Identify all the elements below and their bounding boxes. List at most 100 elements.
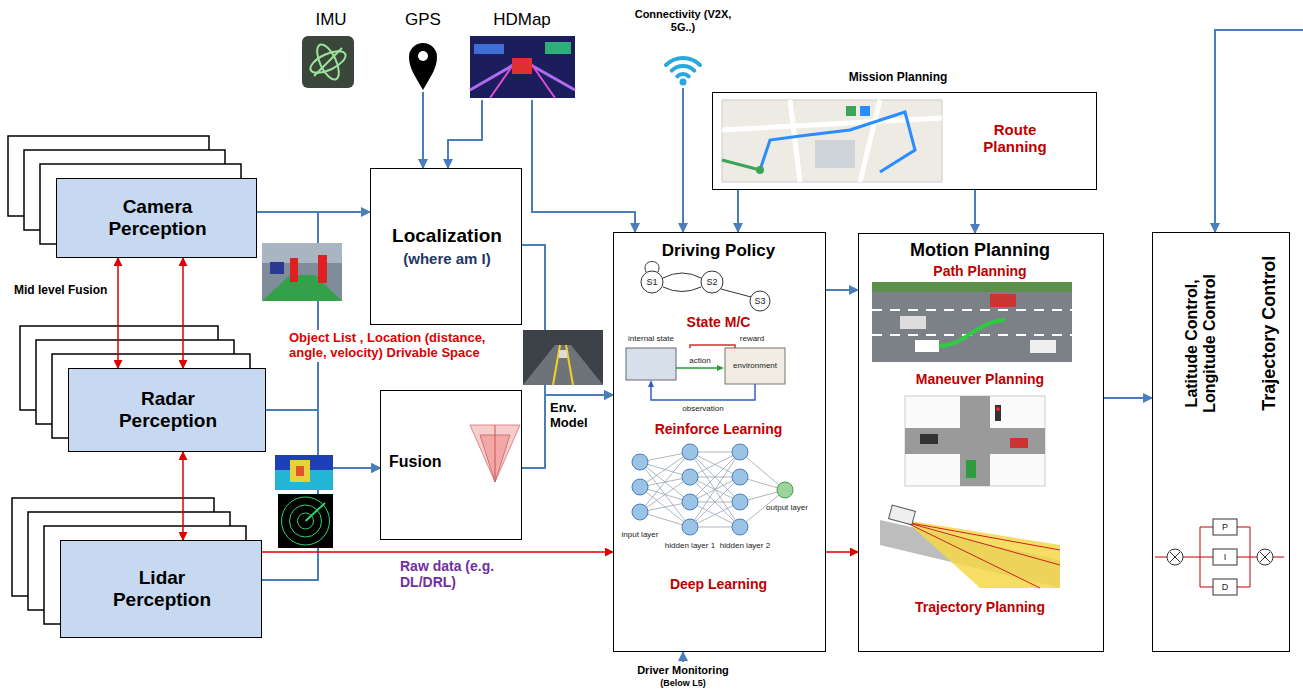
camera-photo: [318, 255, 327, 283]
neural-network: [732, 519, 748, 535]
hdmap-arrow: [448, 100, 482, 168]
route-map: [760, 112, 915, 172]
fusion-fan: [470, 425, 520, 482]
output-note: Object List , Location (distance, angle,…: [287, 330, 491, 362]
connector-arrow: [182, 452, 184, 540]
trajectory-fan-image: [905, 522, 1060, 588]
route-map: [722, 160, 760, 170]
box-title: Localization: [375, 225, 519, 247]
pid-diagram: [1155, 527, 1284, 587]
connector-arrow: [522, 245, 613, 395]
radar-heatmap: [290, 460, 310, 482]
hdmap-image: [470, 36, 575, 98]
wifi-icon: [666, 58, 700, 76]
route-map: [722, 100, 942, 182]
neural-network: [682, 469, 698, 485]
highway-image: [1030, 340, 1056, 353]
intersection-image: [960, 396, 990, 486]
route-map: [756, 166, 764, 174]
layer-label: input layer: [605, 530, 675, 539]
reinforcement-figure: [676, 367, 719, 369]
connectivity-label: Connectivity (V2X, 5G..): [628, 8, 738, 33]
road-image: [523, 345, 603, 385]
layer-label: output layer: [752, 503, 822, 512]
figure-label: reward: [717, 334, 787, 343]
pid-diagram: [1155, 519, 1284, 595]
figure-label: internal state: [616, 334, 686, 343]
route-map: [815, 140, 855, 168]
fusion-fan: [495, 425, 496, 482]
method-label: Path Planning: [859, 263, 1101, 279]
edge-group: [118, 190, 1152, 580]
neural-network: [732, 444, 748, 460]
highway-image: [872, 282, 1072, 362]
trajectory-fan-image: [889, 505, 916, 525]
fusion-note: Mid level Fusion: [14, 284, 109, 298]
sensor-name: GPS: [400, 10, 446, 30]
lidar-scope: [278, 494, 333, 548]
intersection-image: [905, 396, 1045, 486]
method-label: Deep Learning: [614, 576, 823, 592]
group-heading: Mission Planning: [813, 71, 983, 85]
sensor-title: Lidar Perception: [97, 567, 227, 611]
radar-heatmap: [296, 466, 304, 476]
edge-label: Env. Model: [550, 401, 606, 431]
box-title: Fusion: [389, 453, 473, 471]
camera-photo: [262, 243, 342, 301]
controller-term: I: [1190, 552, 1260, 562]
intersection-image: [995, 405, 1001, 421]
hdmap-image: [474, 44, 504, 54]
route-map: [722, 100, 942, 182]
neural-network: [632, 479, 648, 495]
process-box: Localization(where am I): [370, 168, 522, 325]
state-name: S1: [617, 277, 687, 287]
connector-arrow: [974, 190, 976, 233]
hdmap-policy-arrow: [532, 100, 635, 232]
gps-arrow: [422, 92, 424, 168]
state-name: S3: [725, 296, 795, 306]
gps-pin: [409, 43, 437, 90]
intersection-image: [1010, 438, 1028, 448]
process-box: Motion PlanningPath PlanningManeuver Pla…: [858, 233, 1104, 652]
controller-term: P: [1190, 522, 1260, 532]
method-label: Reinforce Learning: [614, 421, 823, 437]
highway-image: [990, 294, 1016, 307]
road-image: [523, 330, 603, 385]
sensor-title: Camera Perception: [92, 196, 223, 240]
reinforcement-figure: [626, 348, 676, 380]
reinforcement-figure: [690, 345, 735, 348]
method-label: State M/C: [614, 314, 823, 330]
method-label: Trajectory Planning: [859, 599, 1101, 615]
figure-label: observation: [668, 404, 738, 413]
reinforcement-figure: [651, 384, 755, 400]
neural-network: [632, 444, 748, 535]
driver-monitoring-arrow: [682, 652, 684, 662]
layer-label: hidden layer 2: [710, 541, 780, 550]
neural-network: [682, 494, 698, 510]
box-title: Driving Policy: [614, 241, 823, 261]
road-image: [523, 330, 603, 385]
camera-photo: [262, 243, 342, 301]
input-arrows: [423, 30, 1303, 662]
sensor-box: Lidar Perception: [60, 540, 262, 638]
gps-pin: [409, 43, 437, 90]
sensor-box: Radar Perception: [68, 368, 266, 452]
road-image: [553, 345, 573, 385]
radar-heatmap: [275, 455, 333, 490]
neural-network: [632, 504, 648, 520]
lidar-scope: [278, 494, 333, 548]
highway-image: [872, 282, 1072, 292]
driver-monitoring-note: (Below L5): [618, 678, 748, 688]
reinforcement-figure: [648, 380, 654, 387]
highway-image: [915, 340, 939, 352]
connector-arrow: [522, 395, 613, 468]
method-label: Maneuver Planning: [859, 371, 1101, 387]
process-box: Fusion: [380, 390, 522, 540]
feedback-line: [1215, 30, 1303, 232]
intersection-image: [920, 434, 938, 444]
reinforcement-figure: [626, 345, 785, 400]
hdmap-image: [470, 36, 575, 98]
process-box: Latitude Control, Longitude ControlTraje…: [1152, 232, 1290, 652]
lidar-scope: [306, 503, 326, 521]
